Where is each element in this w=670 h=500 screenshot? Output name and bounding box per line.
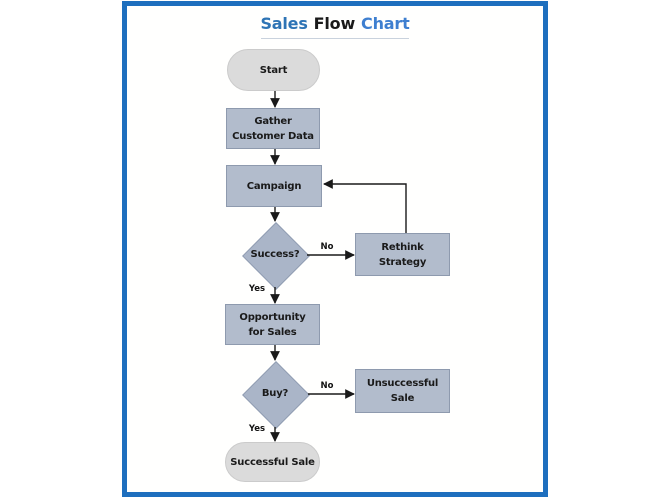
success-yes-edge-label: Yes	[248, 284, 266, 294]
flowchart-connectors	[270, 91, 407, 442]
document-page: Sales Flow Chart Start Gather Customer Dat…	[122, 1, 548, 497]
unsuccessful-sale-node: Unsuccessful Sale	[355, 369, 450, 413]
gather-customer-data-label: Gather Customer Data	[232, 115, 314, 142]
successful-sale-label: Successful Sale	[230, 456, 315, 468]
gather-customer-data-node: Gather Customer Data	[226, 108, 320, 149]
rethink-strategy-label: Rethink Strategy	[378, 241, 427, 268]
success-no-edge-label: No	[320, 242, 334, 252]
title-word-chart: Chart	[361, 14, 410, 33]
unsuccessful-sale-label: Unsuccessful Sale	[366, 378, 439, 404]
start-node-label: Start	[259, 64, 288, 76]
campaign-label: Campaign	[246, 180, 302, 192]
buy-no-edge-label: No	[320, 381, 334, 391]
buy-decision-label: Buy?	[261, 388, 289, 399]
title-word-flow: Flow	[313, 14, 356, 33]
title-underline	[261, 38, 409, 39]
connector-rethink-to-campaign-feedback	[323, 179, 407, 233]
opportunity-for-sales-label: Opportunity for Sales	[239, 311, 306, 338]
opportunity-for-sales-node: Opportunity for Sales	[225, 304, 320, 345]
campaign-node: Campaign	[226, 165, 322, 207]
successful-sale-node: Successful Sale	[225, 442, 320, 482]
rethink-strategy-node: Rethink Strategy	[355, 233, 450, 276]
buy-yes-edge-label: Yes	[248, 424, 266, 434]
page-title: Sales Flow Chart	[127, 14, 543, 33]
success-decision-label: Success?	[250, 249, 300, 260]
start-node: Start	[227, 49, 320, 91]
title-word-sales: Sales	[260, 14, 308, 33]
